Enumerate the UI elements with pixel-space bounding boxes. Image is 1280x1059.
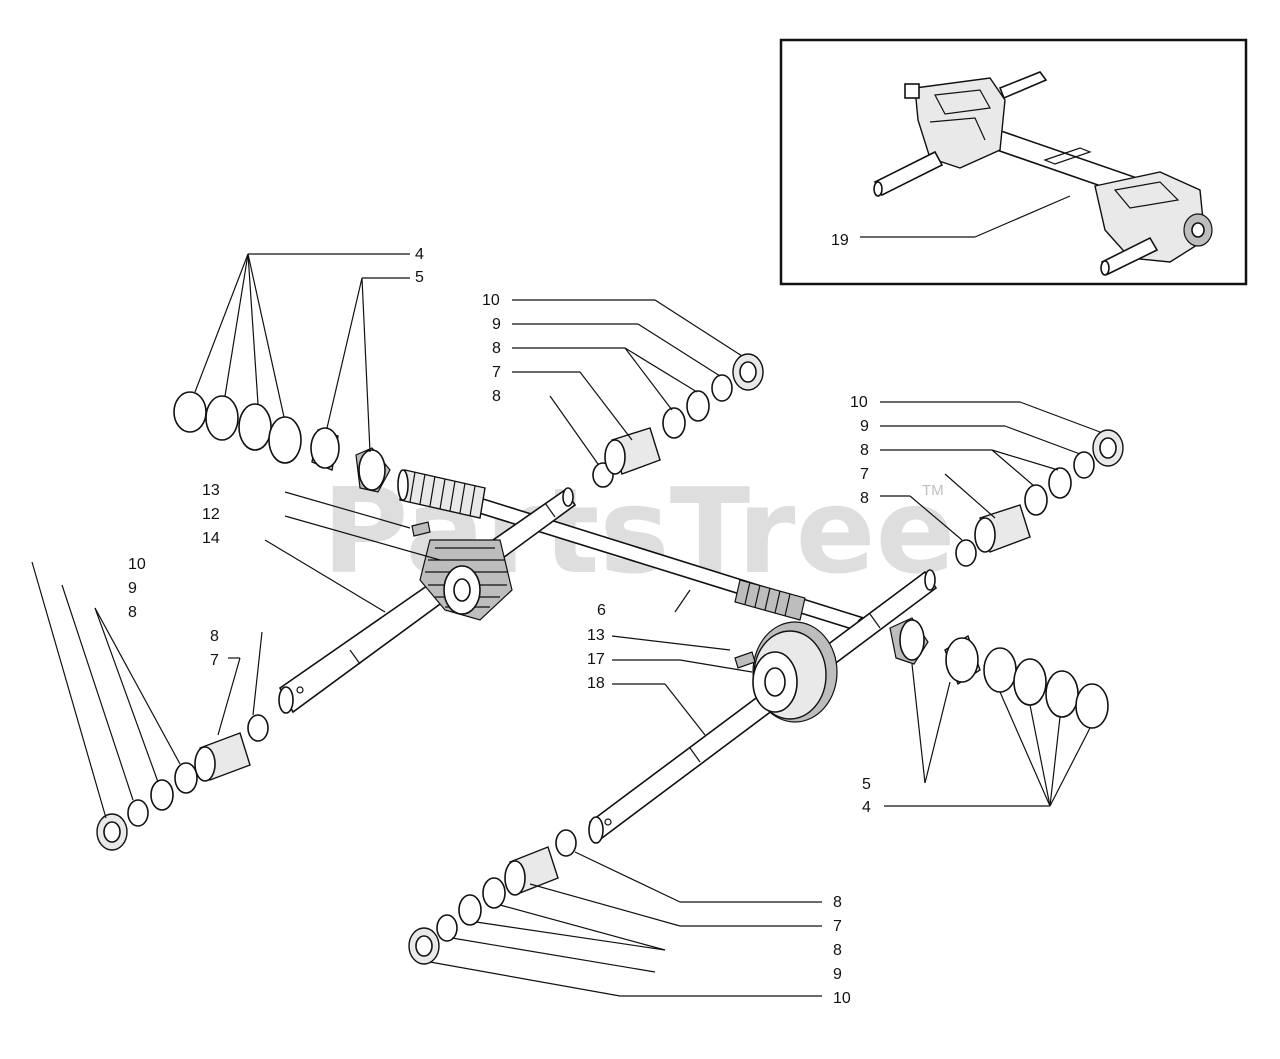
ring-8 [555, 829, 577, 857]
callout-14: 14 [202, 530, 220, 547]
callout-8-c: 8 [128, 604, 137, 621]
ring-8 [150, 779, 174, 811]
callout-8-d2: 8 [833, 942, 842, 959]
ring-4 [1075, 683, 1109, 729]
callout-4-bottom: 4 [862, 799, 871, 816]
ring-4 [173, 391, 207, 433]
key-13 [411, 521, 431, 537]
ring-8 [955, 539, 977, 567]
callout-7-d: 7 [833, 918, 842, 935]
callout-18: 18 [587, 675, 605, 692]
trademark-text: TM [922, 482, 944, 499]
callout-13-a: 13 [202, 482, 220, 499]
callout-8-c2: 8 [210, 628, 219, 645]
leaders-right-stack [880, 401, 1101, 541]
right-output-shaft [588, 569, 938, 844]
callout-5-top: 5 [415, 269, 424, 286]
callout-19: 19 [831, 232, 849, 249]
inset-assembly-view: 19 [779, 38, 1248, 286]
ring-8 [482, 877, 506, 909]
callout-9-a: 9 [492, 316, 501, 333]
callout-8-a2: 8 [492, 388, 501, 405]
ring-8 [686, 390, 710, 422]
callout-8-d: 8 [833, 894, 842, 911]
callout-9-b: 9 [860, 418, 869, 435]
key-13 [734, 651, 756, 669]
callout-8-b2: 8 [860, 490, 869, 507]
ring-8 [1048, 467, 1072, 499]
ring-4 [268, 416, 302, 464]
callout-9-c: 9 [128, 580, 137, 597]
lower-right-rings-4-5 [944, 634, 1109, 729]
bevel-gear-14 [419, 539, 513, 621]
bottom-ring-stack [408, 829, 577, 965]
ring-9 [436, 914, 458, 942]
ring-8 [458, 894, 482, 926]
callout-7-a: 7 [492, 364, 501, 381]
ring-9 [711, 374, 733, 402]
callout-7-c: 7 [210, 652, 219, 669]
ring-8 [247, 714, 269, 742]
gearbox-assembly-illustration [873, 71, 1213, 276]
leaders-left-shaft [264, 491, 441, 613]
ring-4 [238, 403, 272, 451]
callout-4-top: 4 [415, 246, 424, 263]
callout-10-d: 10 [833, 990, 851, 1007]
ring-8 [174, 762, 198, 794]
ring-4 [1045, 670, 1079, 718]
leaders-4-5-top [194, 253, 410, 453]
tapered-bearing-5 [355, 447, 391, 493]
left-output-shaft [278, 487, 577, 714]
ring-8 [662, 407, 686, 439]
ring-8 [1024, 484, 1048, 516]
callout-10-b: 10 [850, 394, 868, 411]
leaders-right-shaft [611, 589, 1091, 807]
callout-17: 17 [587, 651, 605, 668]
callout-8-a: 8 [492, 340, 501, 357]
callout-8-b: 8 [860, 442, 869, 459]
right-ring-stack [955, 429, 1124, 567]
ring-4 [1013, 658, 1047, 706]
upper-left-ring-stack [173, 391, 391, 493]
callout-5-bottom: 5 [862, 776, 871, 793]
worm-gear-upper [397, 469, 486, 519]
ring-4 [983, 647, 1017, 693]
callout-13-b: 13 [587, 627, 605, 644]
ring-9 [127, 799, 149, 827]
leaders-bottom-stack [429, 851, 822, 997]
worm-gear-lower [734, 579, 806, 621]
upper-center-ring-stack [592, 353, 764, 488]
callout-7-b: 7 [860, 466, 869, 483]
callout-6: 6 [597, 602, 606, 619]
tapered-bearing-right [889, 617, 929, 665]
callout-10-a: 10 [482, 292, 500, 309]
leaders-upper-center [512, 299, 743, 465]
callout-9-d: 9 [833, 966, 842, 983]
ring-9 [1073, 451, 1095, 479]
spur-gear-17 [752, 621, 838, 723]
callout-10-c: 10 [128, 556, 146, 573]
ring-4 [205, 395, 239, 441]
leaders-lower-left [31, 561, 263, 819]
callout-12: 12 [202, 506, 220, 523]
lower-left-ring-stack [96, 714, 269, 851]
